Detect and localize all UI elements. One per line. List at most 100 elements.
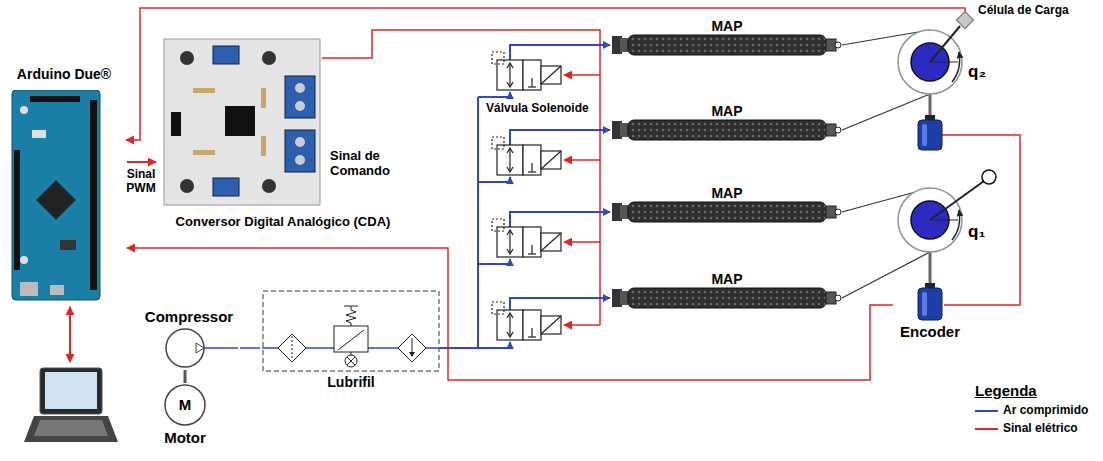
solenoid-valve-part-part — [541, 233, 561, 251]
signal-wire-part — [564, 241, 600, 243]
dac-board-part — [295, 137, 305, 147]
dac-board-part — [295, 155, 305, 165]
dac-board-part — [193, 150, 215, 155]
compressor-symbol-part — [166, 329, 204, 367]
filter-regulator-lubricator-part — [398, 334, 426, 362]
filter-regulator-lubricator-part — [338, 330, 364, 350]
solenoid-valve-part-part — [497, 60, 523, 90]
air-line-part — [477, 97, 479, 348]
air-line-part — [440, 347, 478, 349]
solenoid-valve-part-part — [541, 151, 561, 169]
solenoid-valve-part — [492, 219, 561, 257]
filter-regulator-lubricator-part — [347, 357, 355, 365]
filter-regulator-lubricator-part — [292, 336, 293, 360]
encoder-symbol — [918, 115, 942, 150]
filter-regulator-lubricator-part — [263, 291, 439, 371]
pneumatic-muscle: MAP — [610, 271, 844, 309]
solenoid-valve-part-part — [509, 149, 510, 171]
node-label: Conversor Digital Analógico (CDA) — [156, 214, 410, 229]
solenoid-valve-part-part — [497, 145, 523, 175]
joint-part — [982, 170, 996, 184]
filter-regulator-lubricator-part — [344, 306, 358, 307]
legend-entry: Ar comprimido — [1003, 403, 1088, 418]
tendon-cable-part — [842, 94, 930, 130]
legend-title: Legenda — [975, 382, 1037, 399]
node-label: Compressor — [138, 308, 240, 325]
signal-name: Sinal de Comando — [330, 148, 400, 178]
node-label: MAP — [610, 103, 844, 119]
arduino-board-part — [20, 282, 38, 296]
filter-regulator-lubricator-part-part — [262, 347, 278, 349]
solenoid-valve-part-part — [507, 63, 513, 87]
air-line-part — [478, 259, 510, 264]
joint-angle: q₁ — [968, 222, 985, 241]
joint-part — [930, 26, 960, 62]
node-label: MAP — [610, 18, 844, 34]
solenoid-valve-part-part — [492, 302, 504, 314]
joint-part — [898, 188, 962, 252]
solenoid-valve-part — [492, 52, 561, 90]
muscle-tube-part — [628, 288, 826, 308]
dac-board-part — [225, 106, 255, 136]
muscle-tube-part — [620, 123, 628, 137]
filter-regulator-lubricator-part — [345, 355, 357, 367]
laptop-icon — [24, 368, 118, 442]
solenoid-valve-part-part — [528, 86, 536, 87]
solenoid-valve-part-part — [523, 310, 541, 340]
compressor-symbol-part — [196, 343, 204, 353]
signal-wire-part — [564, 159, 600, 161]
encoder-symbol-part — [922, 124, 927, 146]
dac-board-part — [193, 88, 215, 93]
filter-regulator-lubricator-part — [409, 352, 415, 357]
arduino-board-part — [14, 150, 20, 270]
muscle-tube-part — [835, 295, 841, 301]
encoder-symbol-part — [922, 292, 927, 316]
solenoid-valve-part-part — [528, 253, 536, 254]
microcontroller-board: Arduino Due® — [1, 66, 127, 304]
muscle-tube-part — [628, 35, 826, 55]
filter-regulator-lubricator-part — [346, 306, 356, 326]
solenoid-valve-part-part — [523, 227, 541, 257]
solenoid-valve-part-part — [509, 231, 510, 253]
muscle-tube-part — [835, 127, 841, 133]
air-line-part — [510, 130, 610, 145]
joint-part — [952, 210, 960, 240]
filter-regulator-lubricator-part-part — [368, 347, 398, 349]
solenoid-valve-part-part — [509, 314, 510, 336]
air-line-part — [510, 298, 610, 310]
signal-wire-part — [322, 30, 600, 325]
filter-regulator-lubricator — [262, 290, 440, 374]
solenoid-valve-part-part — [541, 151, 561, 169]
legend-sample — [975, 411, 998, 429]
arduino-board-part — [12, 90, 100, 300]
laptop-icon-part — [34, 420, 108, 436]
muscle-tube-part — [620, 291, 628, 305]
air-line-part — [510, 212, 610, 227]
air-line-part — [478, 177, 510, 182]
solenoid-valve-part-part — [541, 66, 561, 84]
solenoid-valve-part-part — [531, 163, 532, 172]
arduino-board-part — [20, 256, 28, 264]
dac-board-part — [213, 46, 239, 64]
solenoid-valve-part-part — [523, 145, 541, 175]
node-label: Arduino Due® — [1, 66, 127, 82]
muscle-tube-part — [628, 202, 826, 222]
signal-wire — [70, 8, 1020, 362]
filter-regulator-lubricator-part-part — [426, 347, 440, 349]
signal-wire-part — [69, 307, 71, 362]
air-line-part — [510, 45, 610, 60]
joint-part — [930, 181, 984, 220]
node-label: M — [148, 396, 222, 413]
joint-part — [930, 62, 958, 63]
joint-part — [957, 12, 974, 29]
node-label: MAP — [610, 271, 844, 287]
legend-sample-part — [975, 410, 998, 412]
dac-board-part — [213, 178, 239, 196]
legend-entry: Sinal elétrico — [1003, 421, 1078, 436]
solenoid-valve-part-part — [531, 328, 532, 337]
solenoid-valve-part-part — [507, 313, 513, 337]
edge-label: Sinal PWM — [121, 167, 161, 195]
dac-board — [163, 38, 323, 208]
node-label: Encoder — [893, 323, 967, 340]
